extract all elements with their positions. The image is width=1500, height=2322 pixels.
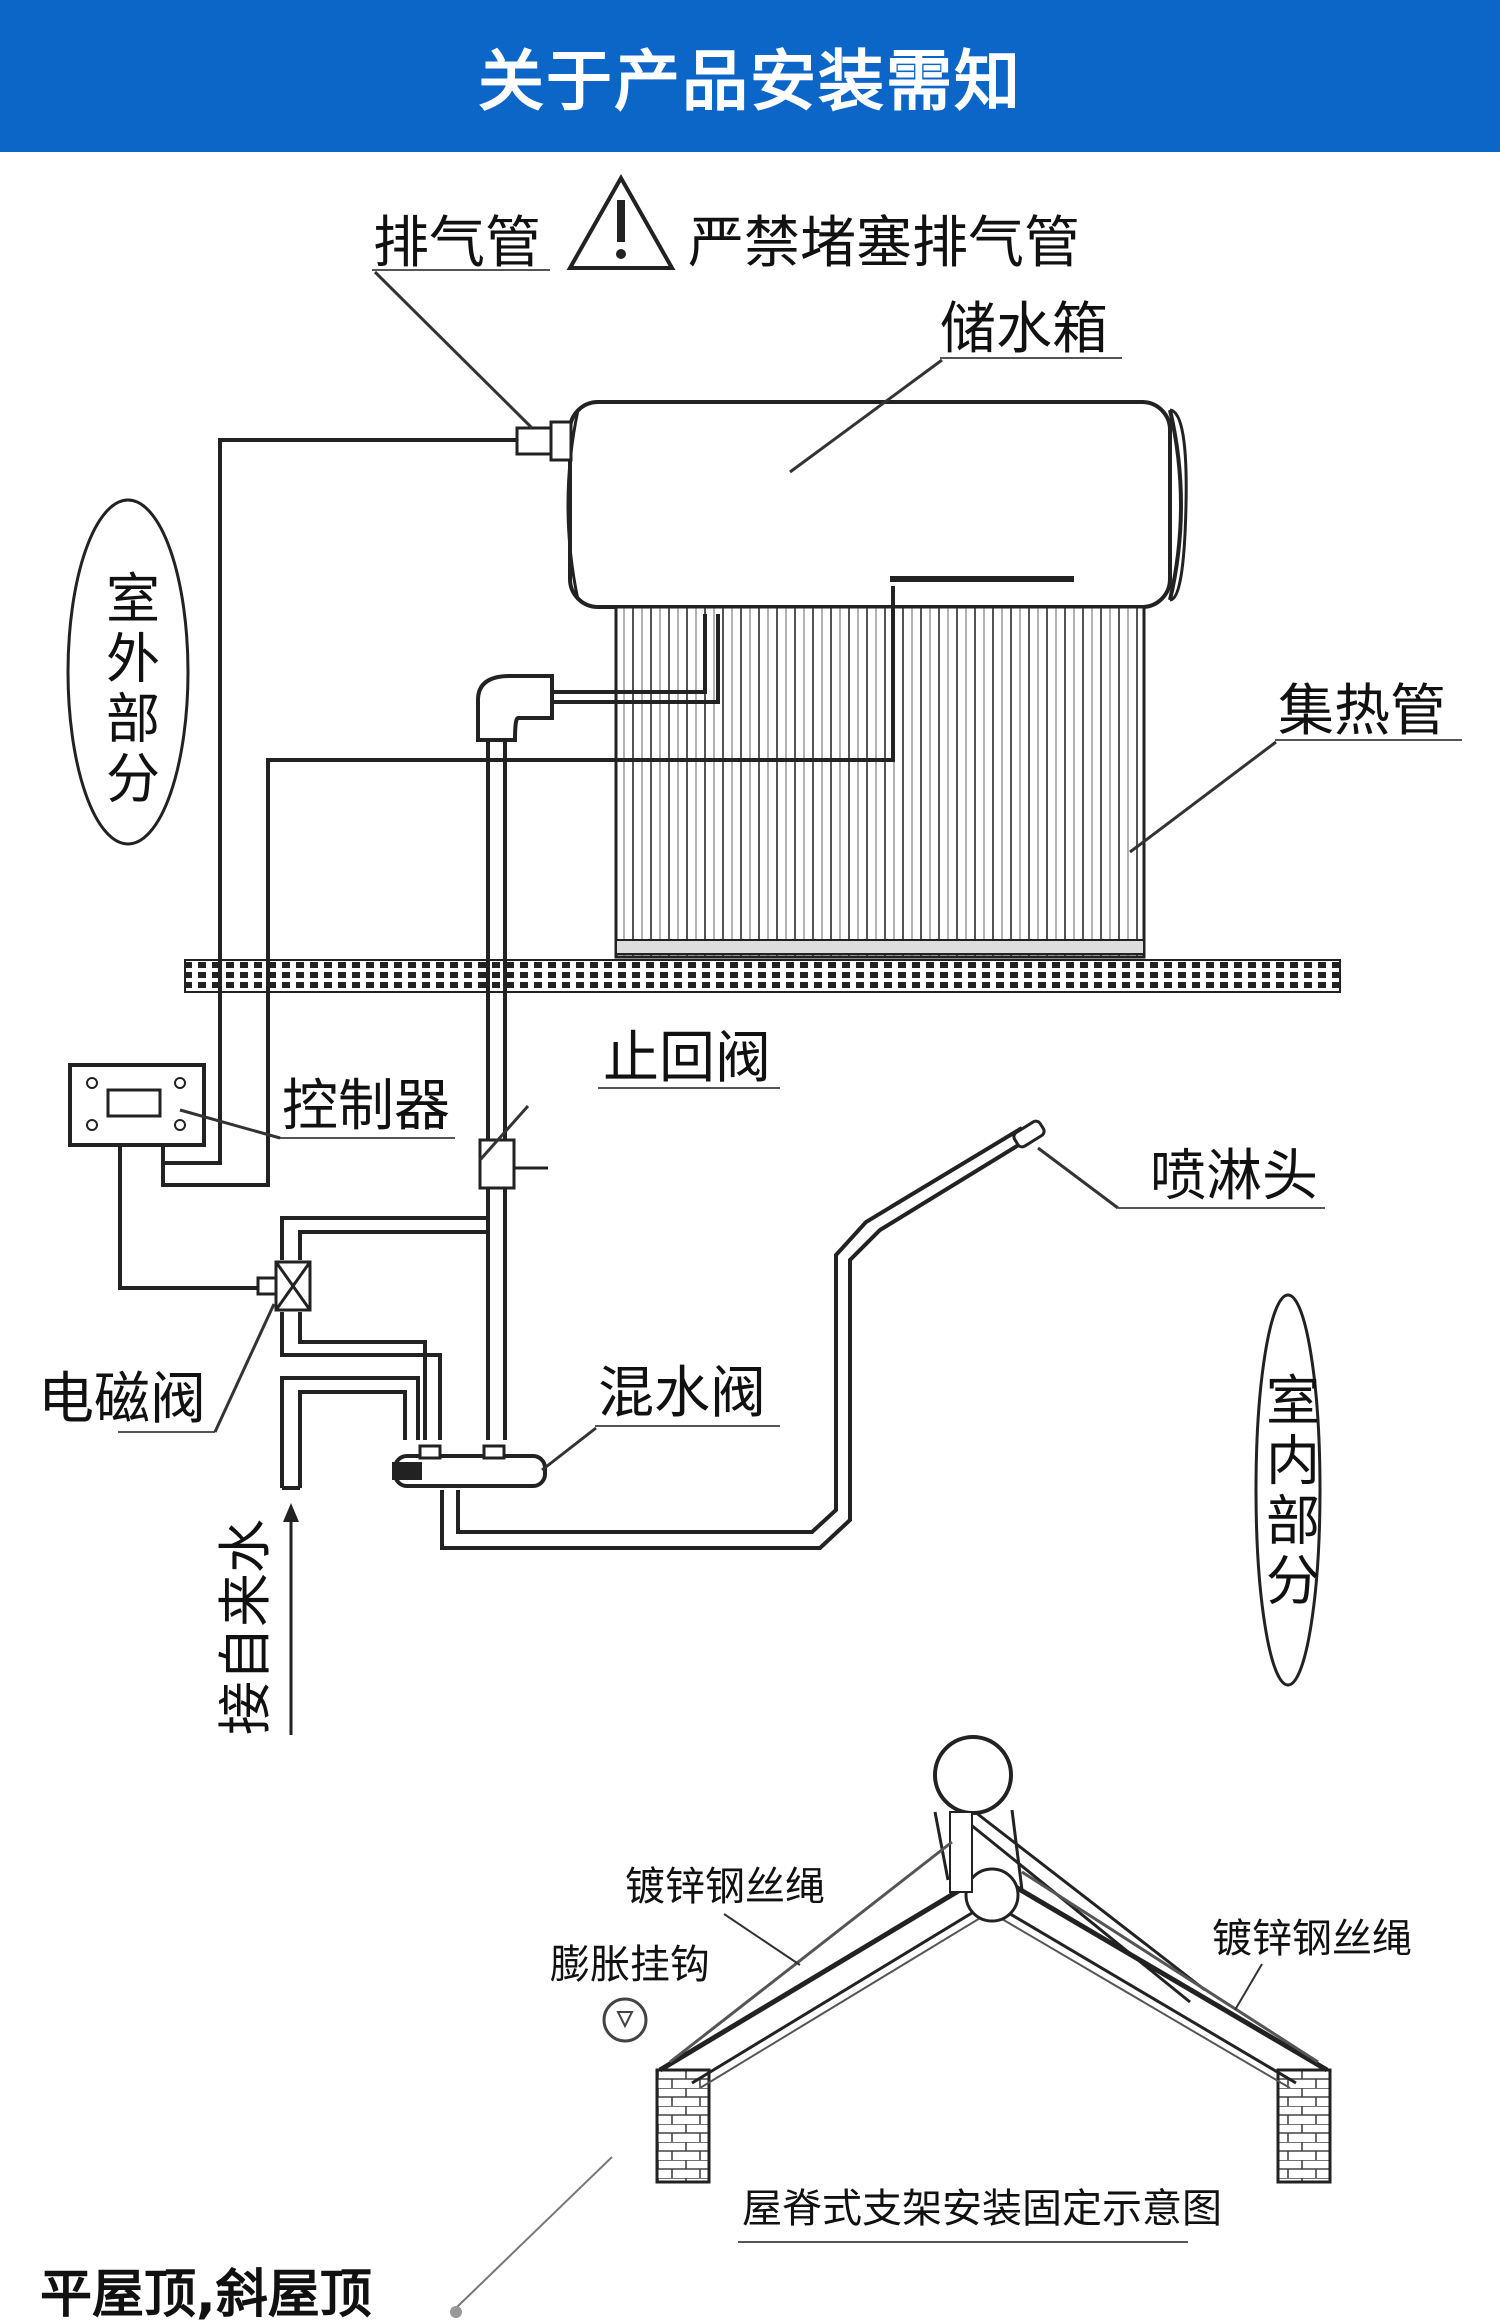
roof-caption-leader (455, 2156, 613, 2309)
check-valve-leader (478, 1105, 530, 1161)
controller-icon (68, 1063, 206, 1147)
storage-tank-leader (789, 358, 943, 474)
storage-tank (566, 400, 1188, 609)
exhaust-pipe-leader (373, 270, 534, 430)
tap-water-arrow (283, 1503, 299, 1735)
shower-head-label: 喷淋头 (1150, 1144, 1318, 1209)
controller-leader (179, 1108, 281, 1140)
collector-tubes-leader (1129, 740, 1277, 854)
outdoor-part-oval (66, 498, 190, 846)
roof-caption: 屋脊式支架安装固定示意图 (742, 2186, 1222, 2232)
check-valve-label: 止回阀 (603, 1026, 771, 1091)
solenoid-valve-leader (213, 1303, 276, 1433)
indoor-part-label: 室内部分 (1257, 1372, 1320, 1612)
storage-tank-label: 储水箱 (940, 297, 1108, 362)
mixing-valve-leader (541, 1426, 597, 1472)
wire-rope-left-leader (723, 1913, 801, 1966)
exhaust-pipe-label: 排气管 (373, 211, 541, 276)
mixing-valve-label: 混水阀 (598, 1361, 766, 1426)
roof-mount-diagram (602, 1735, 1332, 2184)
shower-head-leader (1037, 1146, 1119, 1210)
exhaust-vent (515, 420, 573, 462)
tap-water-label: 接自来水 (214, 1519, 277, 1735)
collector-tubes (614, 605, 1146, 959)
solenoid-valve-label: 电磁阀 (38, 1367, 206, 1432)
warning-text: 严禁堵塞排气管 (688, 211, 1080, 276)
page-title: 关于产品安装需知 (478, 43, 1022, 120)
collector-tubes-label: 集热管 (1278, 679, 1446, 744)
wire-rope-left-label: 镀锌钢丝绳 (625, 1864, 825, 1910)
expansion-hook-label: 膨胀挂钩 (550, 1942, 710, 1988)
outdoor-part-label: 室外部分 (97, 570, 160, 810)
solenoid-valve-icon (256, 1260, 312, 1312)
pipes (118, 438, 1032, 1550)
pipe-elbow (476, 674, 554, 742)
check-valve-icon (478, 1138, 548, 1190)
wire-rope-right-label: 镀锌钢丝绳 (1212, 1916, 1412, 1962)
wire-rope-right-leader (1234, 1963, 1263, 2011)
header-banner: 关于产品安装需知 (0, 0, 1500, 152)
shower-head-icon (1012, 1119, 1046, 1149)
indoor-part-oval (1254, 1293, 1322, 1687)
mixing-valve-icon (392, 1444, 547, 1488)
roof-types-label: 平屋顶,斜屋顶 (40, 2265, 372, 2322)
warning-triangle-icon (566, 173, 676, 270)
controller-label: 控制器 (282, 1074, 450, 1139)
roof-grate (184, 959, 1341, 993)
